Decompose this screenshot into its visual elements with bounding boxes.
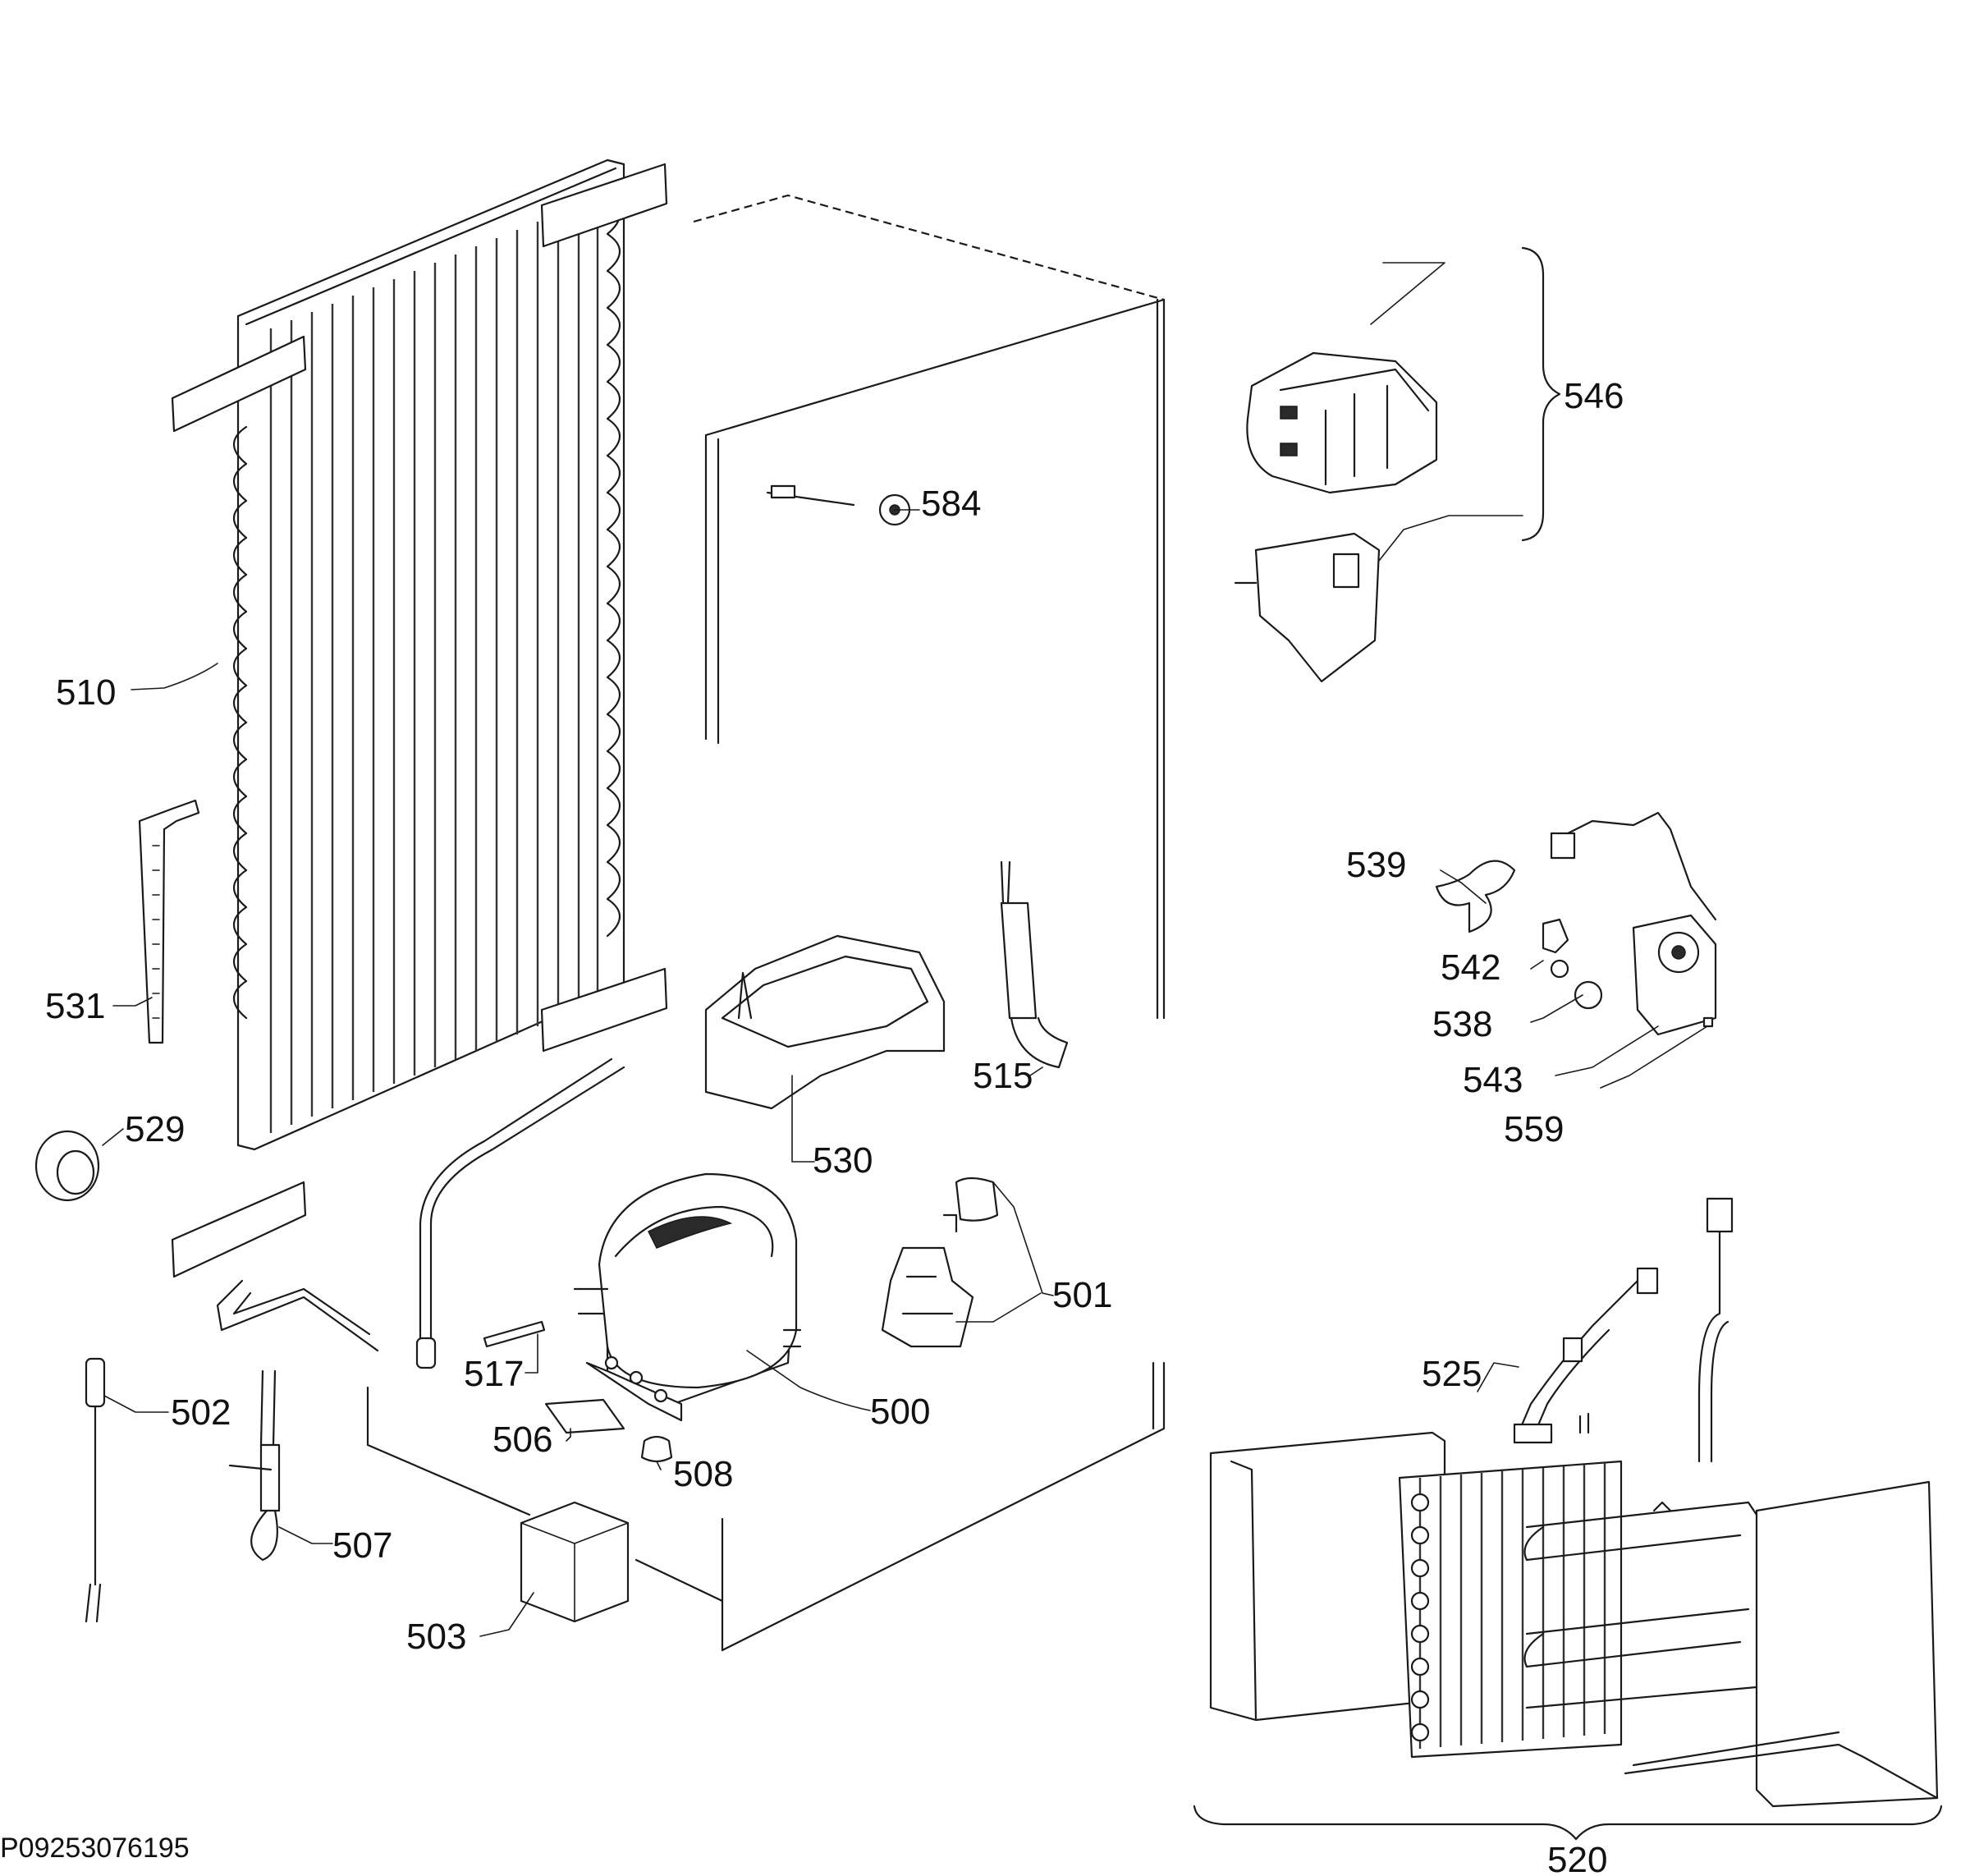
label-515: 515: [973, 1056, 1033, 1096]
label-500: 500: [870, 1392, 930, 1432]
label-510: 510: [56, 672, 116, 713]
label-559: 559: [1504, 1109, 1564, 1149]
label-503: 503: [406, 1617, 466, 1657]
label-502: 502: [171, 1392, 231, 1433]
relay-501: [881, 1177, 999, 1348]
label-525: 525: [1422, 1354, 1482, 1394]
heater-515: [1000, 860, 1069, 1069]
label-508: 508: [673, 1454, 733, 1494]
compressor-500: [573, 1172, 802, 1422]
condenser-510: [171, 158, 668, 1369]
label-584: 584: [921, 484, 981, 524]
leader-lines: [102, 262, 1708, 1637]
evaporator-520: [1209, 1197, 1939, 1808]
label-506: 506: [492, 1420, 552, 1460]
label-501: 501: [1052, 1275, 1112, 1315]
label-539: 539: [1346, 845, 1406, 885]
label-530: 530: [813, 1140, 873, 1181]
document-code: P09253076195: [0, 1832, 190, 1864]
grommet-529: [34, 1130, 100, 1202]
cabinet-outline: [366, 194, 1166, 1652]
label-542: 542: [1441, 947, 1500, 988]
label-538: 538: [1432, 1004, 1492, 1044]
label-531: 531: [45, 986, 105, 1026]
label-546: 546: [1564, 376, 1624, 416]
capacitor-507: [228, 1369, 281, 1562]
control-module-546: [1234, 351, 1438, 683]
sensor-584: [766, 484, 911, 526]
cover-box-503: [520, 1501, 630, 1623]
drip-tray-530: [704, 934, 946, 1110]
fan-assembly: [1435, 811, 1717, 1036]
filter-dryer-531: [138, 799, 200, 1044]
sensor-502: [85, 1357, 106, 1623]
callout-labels: 510 531 529 584 515 530 501 500 517 506 …: [0, 376, 1624, 1876]
label-517: 517: [464, 1354, 524, 1394]
bracket-520: [1193, 1805, 1943, 1841]
label-529: 529: [125, 1109, 185, 1149]
bracket-546: [1521, 246, 1561, 542]
small-parts: [483, 1320, 673, 1463]
label-543: 543: [1463, 1060, 1523, 1100]
label-520: 520: [1547, 1840, 1607, 1876]
label-507: 507: [332, 1525, 392, 1566]
